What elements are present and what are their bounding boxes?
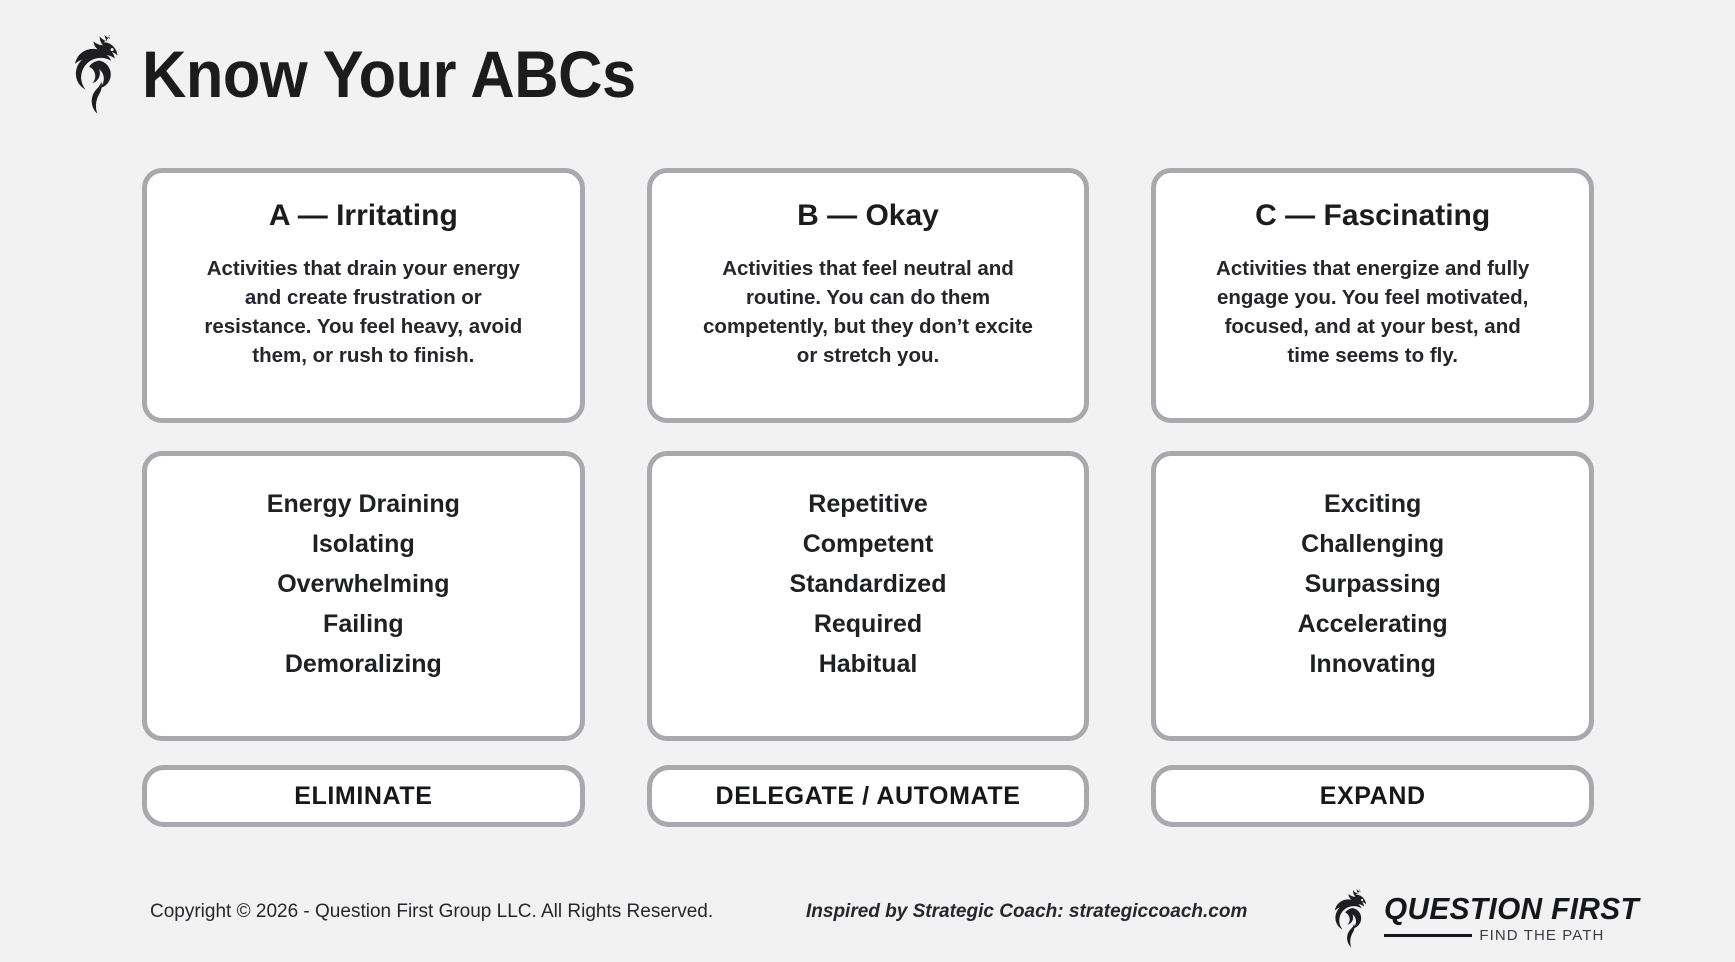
page-header: Know Your ABCs: [68, 28, 673, 120]
column-a: A — Irritating Activities that drain you…: [142, 168, 585, 827]
trait-item: Energy Draining: [266, 490, 460, 518]
trait-item: Exciting: [1324, 490, 1422, 518]
trait-item: Challenging: [1301, 530, 1445, 558]
action-button-expand[interactable]: EXPAND: [1151, 765, 1595, 827]
phoenix-bird-icon: [1335, 888, 1367, 948]
action-button-delegate-automate[interactable]: DELEGATE / AUTOMATE: [646, 765, 1090, 827]
page-title: Know Your ABCs: [142, 37, 636, 111]
card-description-b: Activities that feel neutral and routine…: [703, 257, 1033, 368]
page-footer: Copyright © 2026 - Question First Group …: [0, 885, 1735, 962]
abc-grid: A — Irritating Activities that drain you…: [142, 168, 1595, 827]
phoenix-bird-icon: [75, 34, 118, 114]
trait-card-c: Exciting Challenging Surpassing Accelera…: [1151, 451, 1595, 741]
trait-item: Habitual: [818, 650, 918, 678]
footer-inspired-credit: Inspired by Strategic Coach: strategicco…: [806, 901, 1248, 922]
trait-item: Innovating: [1309, 650, 1436, 678]
trait-card-a: Energy Draining Isolating Overwhelming F…: [142, 451, 585, 741]
action-button-eliminate[interactable]: ELIMINATE: [142, 765, 585, 827]
trait-item: Standardized: [789, 570, 947, 598]
column-c: C — Fascinating Activities that energize…: [1151, 168, 1595, 827]
trait-card-b: Repetitive Competent Standardized Requir…: [646, 451, 1090, 741]
trait-item: Demoralizing: [284, 650, 442, 678]
description-card-a: A — Irritating Activities that drain you…: [142, 168, 585, 423]
card-heading-b: B — Okay: [797, 199, 939, 232]
footer-logo-text: QUESTION FIRST FIND THE PATH: [1384, 893, 1650, 943]
trait-item: Failing: [323, 610, 404, 638]
footer-brand-logo: QUESTION FIRST FIND THE PATH: [1328, 885, 1650, 951]
column-b: B — Okay Activities that feel neutral an…: [646, 168, 1090, 827]
footer-logo-tagline: FIND THE PATH: [1479, 927, 1605, 944]
footer-logo-tagline-row: FIND THE PATH: [1384, 928, 1650, 943]
trait-item: Repetitive: [808, 490, 928, 518]
card-heading-a: A — Irritating: [268, 199, 458, 232]
trait-item: Required: [813, 610, 923, 638]
trait-item: Overwhelming: [277, 570, 450, 598]
description-card-c: C — Fascinating Activities that energize…: [1151, 168, 1595, 423]
description-card-b: B — Okay Activities that feel neutral an…: [646, 168, 1090, 423]
footer-logo-divider: [1384, 934, 1473, 937]
trait-item: Surpassing: [1304, 570, 1441, 598]
card-description-c: Activities that energize and fully engag…: [1216, 257, 1530, 368]
card-description-a: Activities that drain your energy and cr…: [204, 257, 523, 368]
card-heading-c: C — Fascinating: [1255, 199, 1491, 232]
trait-item: Isolating: [311, 530, 415, 558]
trait-item: Competent: [802, 530, 934, 558]
trait-item: Accelerating: [1297, 610, 1448, 638]
footer-copyright: Copyright © 2026 - Question First Group …: [150, 901, 714, 922]
footer-logo-name: QUESTION FIRST: [1384, 891, 1640, 926]
